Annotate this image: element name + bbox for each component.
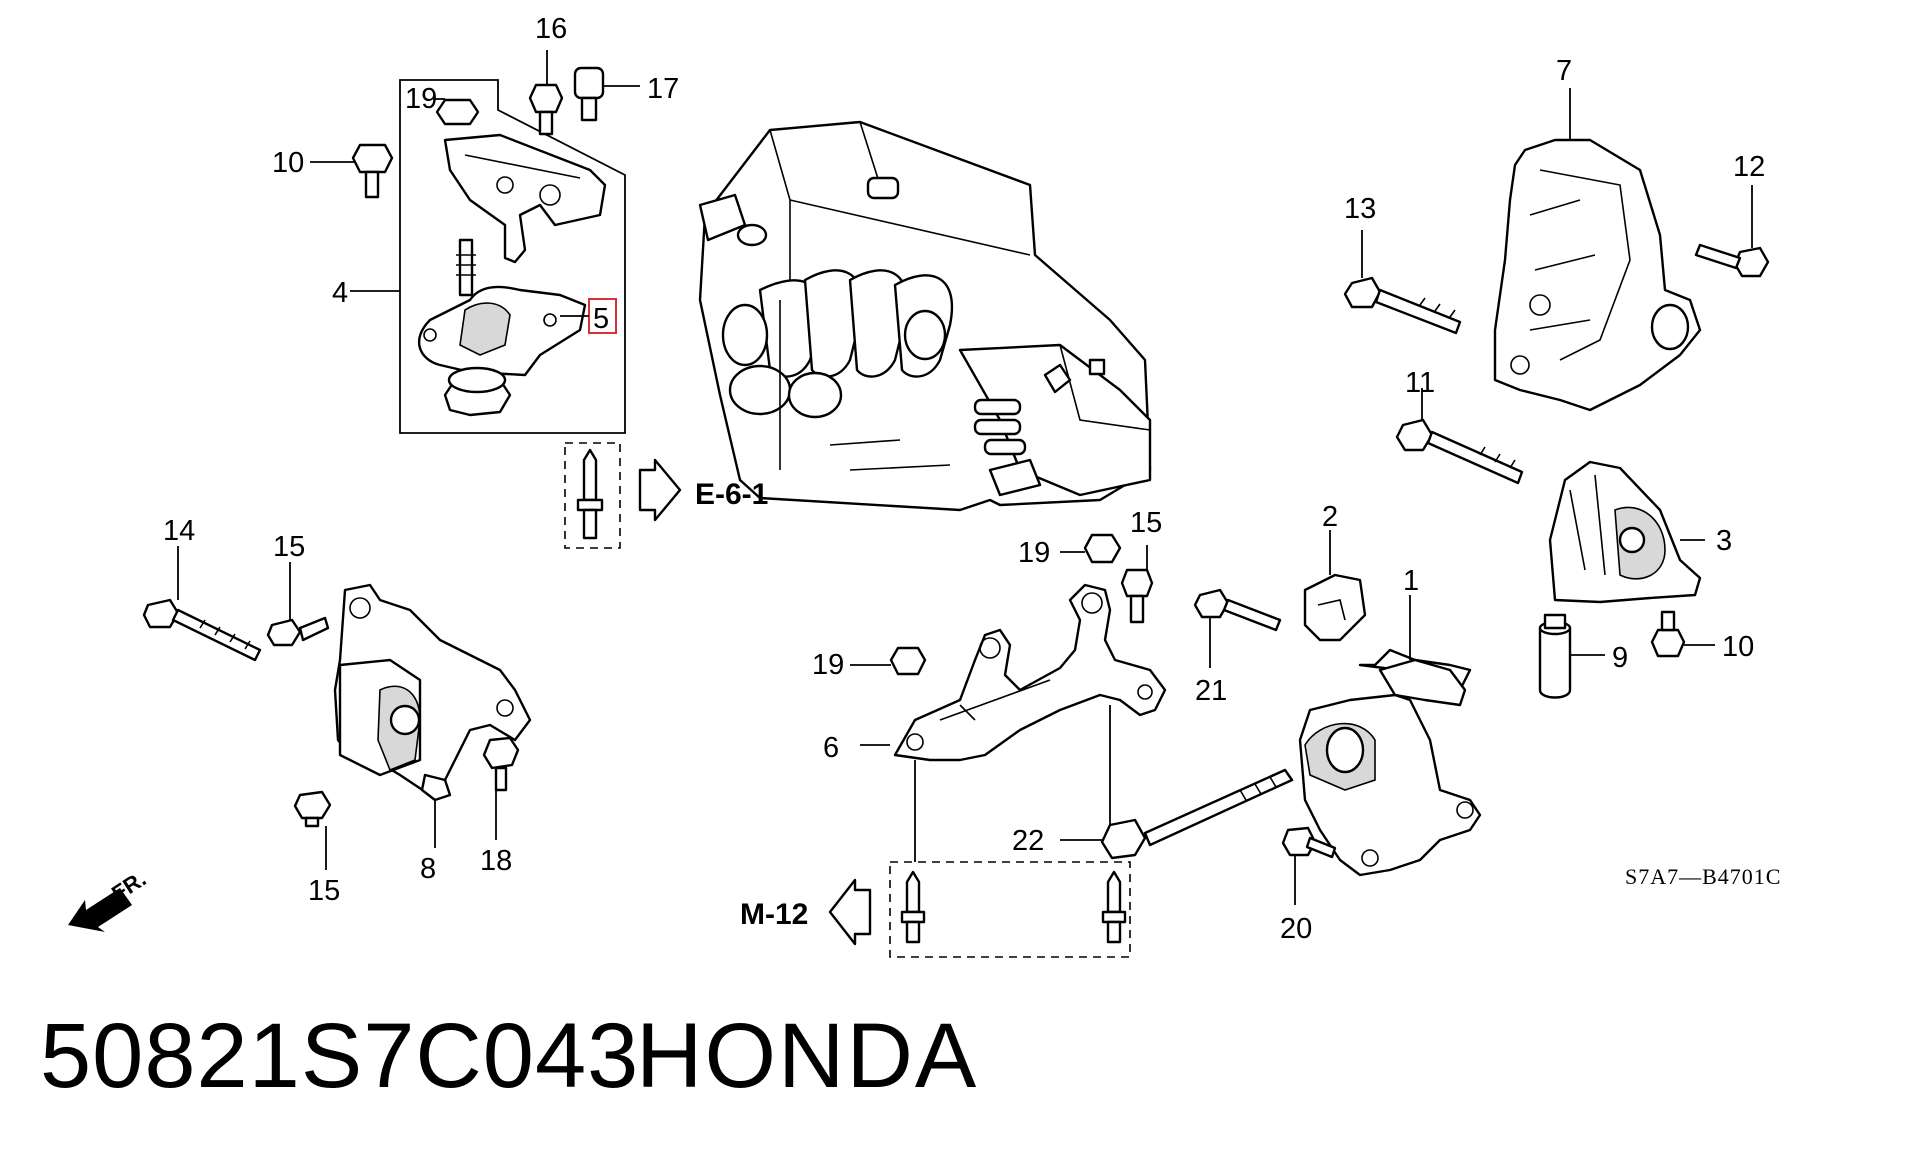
rear-mount-group bbox=[1538, 460, 1715, 699]
callout-14: 14 bbox=[163, 515, 195, 547]
front-direction-arrow bbox=[68, 888, 132, 932]
center-bracket-group bbox=[828, 533, 1294, 958]
callout-6: 6 bbox=[823, 732, 839, 764]
ref-m-12: M-12 bbox=[740, 898, 808, 931]
callout-11: 11 bbox=[1405, 367, 1435, 399]
callout-9: 9 bbox=[1612, 642, 1628, 674]
callout-5: 5 bbox=[593, 303, 609, 335]
callout-15: 15 bbox=[273, 531, 305, 563]
engine-illustration bbox=[698, 120, 1152, 512]
callout-20: 20 bbox=[1280, 913, 1312, 945]
brand-name: HONDA bbox=[636, 1005, 979, 1107]
front-mount-bracket-group bbox=[310, 50, 640, 434]
callout-2: 2 bbox=[1322, 501, 1338, 533]
callout-17: 17 bbox=[647, 73, 679, 105]
diagram-code: S7A7—B4701C bbox=[1625, 864, 1781, 889]
callout-15: 15 bbox=[1130, 507, 1162, 539]
part-number: 50821S7C043 bbox=[40, 1005, 640, 1107]
side-mount-group bbox=[1193, 530, 1482, 905]
callout-13: 13 bbox=[1344, 193, 1376, 225]
callout-10: 10 bbox=[1722, 631, 1754, 663]
ref-e-6-1: E-6-1 bbox=[695, 478, 768, 511]
callout-21: 21 bbox=[1195, 675, 1227, 707]
callout-4: 4 bbox=[332, 277, 348, 309]
e-6-1-reference bbox=[564, 442, 682, 549]
rear-mount-bracket-group bbox=[1343, 88, 1770, 485]
callout-3: 3 bbox=[1716, 525, 1732, 557]
callout-10: 10 bbox=[272, 147, 304, 179]
callout-8: 8 bbox=[420, 853, 436, 885]
callout-1: 1 bbox=[1403, 565, 1419, 597]
callout-15: 15 bbox=[308, 875, 340, 907]
callout-19: 19 bbox=[405, 83, 437, 115]
callout-16: 16 bbox=[535, 13, 567, 45]
left-mount-group bbox=[142, 546, 532, 870]
callout-19: 19 bbox=[1018, 537, 1050, 569]
callout-19: 19 bbox=[812, 649, 844, 681]
callout-18: 18 bbox=[480, 845, 512, 877]
callout-12: 12 bbox=[1733, 151, 1765, 183]
callout-7: 7 bbox=[1556, 55, 1572, 87]
callout-22: 22 bbox=[1012, 825, 1044, 857]
